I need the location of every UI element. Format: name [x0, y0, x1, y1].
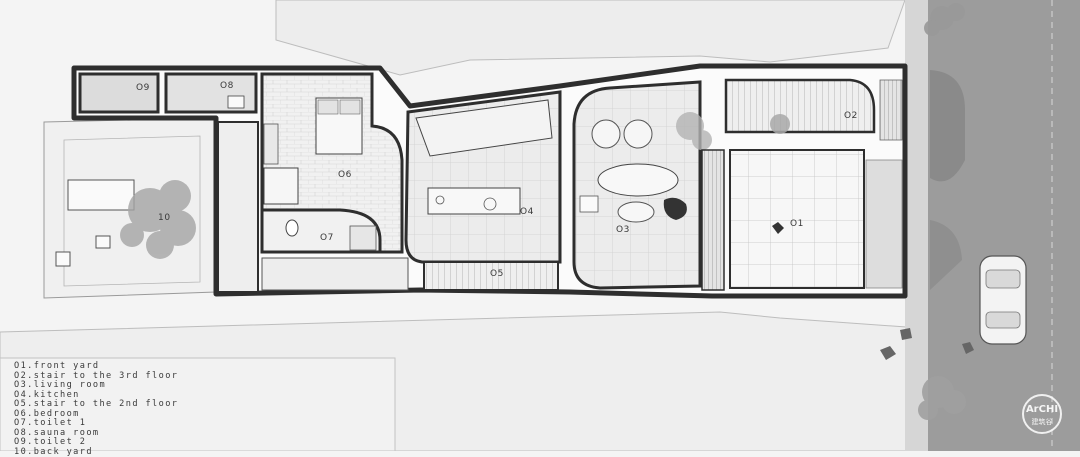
- label-kitchen: O4: [520, 207, 534, 217]
- label-bedroom: O6: [338, 170, 352, 180]
- label-front-yard: O1: [790, 219, 804, 229]
- room-toilet-2: [80, 74, 158, 112]
- label-toilet-1: O7: [320, 233, 334, 243]
- kitchen-island: [428, 188, 520, 214]
- stair-3rd-floor: [726, 80, 874, 132]
- label-stair-3rd-floor: O2: [844, 111, 858, 121]
- label-toilet-2: O9: [136, 83, 150, 93]
- watermark-logo-text: ArCHI: [1026, 404, 1058, 415]
- sofa: [598, 164, 678, 196]
- label-stair-2nd-floor: O5: [490, 269, 504, 279]
- label-living-room: O3: [616, 225, 630, 235]
- room-legend: O1.front yard O2.stair to the 3rd floor …: [14, 362, 178, 457]
- watermark-logo: ArCHI 建筑谷: [1013, 392, 1071, 438]
- car: [980, 256, 1026, 344]
- legend-item: 10.back yard: [14, 448, 178, 457]
- label-sauna-room: O8: [220, 81, 234, 91]
- watermark-caption: 建筑谷: [1032, 417, 1053, 426]
- label-back-yard: 10: [158, 213, 171, 223]
